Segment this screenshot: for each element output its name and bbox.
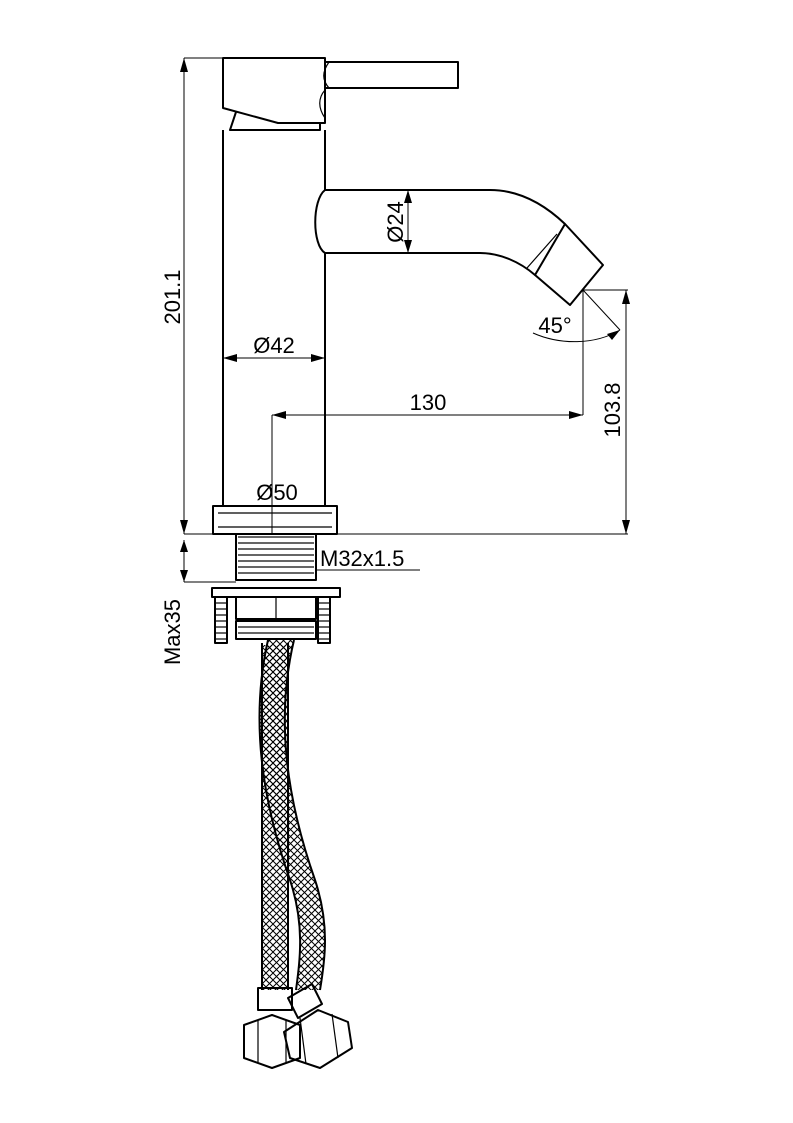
dim-base-diameter: Ø50 xyxy=(256,480,298,505)
dim-spout-reach: 130 xyxy=(410,390,447,415)
dim-thread: M32x1.5 xyxy=(320,546,404,571)
dimension-lines xyxy=(180,57,630,583)
dim-spout-height: 103.8 xyxy=(600,382,625,437)
dim-body-diameter: Ø42 xyxy=(253,333,295,358)
faucet-body xyxy=(211,57,604,1069)
dim-height-total: 201.1 xyxy=(160,269,185,324)
dim-spout-diameter: Ø24 xyxy=(383,201,408,243)
dim-spout-angle: 45° xyxy=(538,313,571,338)
dim-max-thickness: Max35 xyxy=(160,599,185,665)
